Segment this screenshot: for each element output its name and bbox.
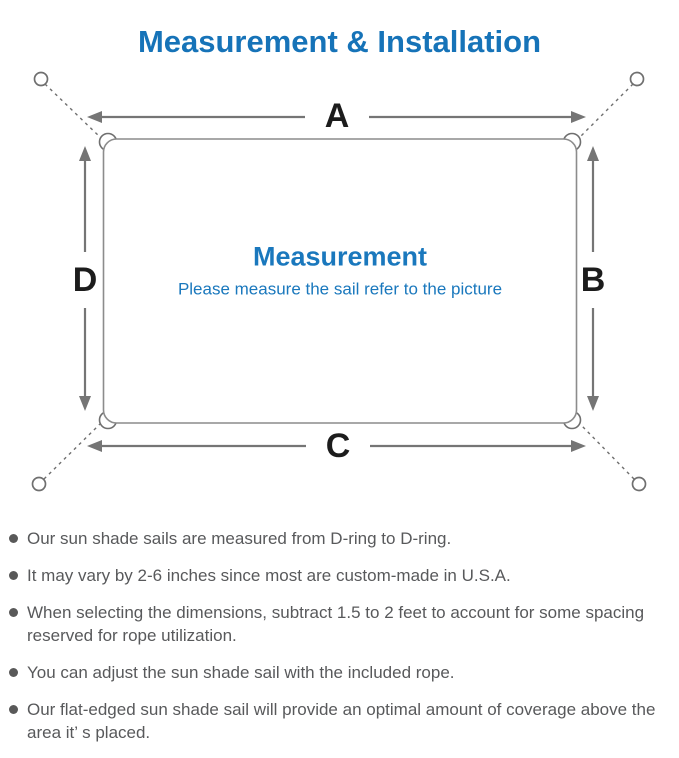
rope-line-top-right <box>578 83 634 139</box>
sail-rectangle <box>102 138 578 424</box>
note-text: It may vary by 2-6 inches since most are… <box>27 566 511 585</box>
bullet-dot-icon <box>9 571 18 580</box>
dimension-arrows <box>79 111 599 452</box>
bullet-dot-icon <box>9 705 18 714</box>
dimension-label-a: A <box>324 97 350 135</box>
list-item: You can adjust the sun shade sail with t… <box>9 661 675 684</box>
list-item: It may vary by 2-6 inches since most are… <box>9 564 675 587</box>
anchor-rings <box>31 71 647 492</box>
notes-list: Our sun shade sails are measured from D-… <box>9 527 675 758</box>
bullet-dot-icon <box>9 608 18 617</box>
list-item: Our flat-edged sun shade sail will provi… <box>9 698 675 744</box>
arrow-d-down-head-icon <box>79 396 91 411</box>
arrow-b-down-head-icon <box>587 396 599 411</box>
measurement-diagram <box>31 71 647 492</box>
dimension-label-b: B <box>580 261 606 299</box>
note-text: Our flat-edged sun shade sail will provi… <box>27 700 656 742</box>
anchor-ring-top-left-icon <box>33 71 49 87</box>
rope-dashed-lines <box>43 83 635 480</box>
sail-center-subtitle: Please measure the sail refer to the pic… <box>177 279 503 299</box>
bullet-dot-icon <box>9 668 18 677</box>
note-text: When selecting the dimensions, subtract … <box>27 603 645 645</box>
anchor-ring-bottom-right-icon <box>631 476 647 492</box>
note-text: Our sun shade sails are measured from D-… <box>27 529 452 548</box>
page-title: Measurement & Installation <box>137 23 542 59</box>
arrow-b-up-head-icon <box>587 146 599 161</box>
bullet-dot-icon <box>9 534 18 543</box>
dimension-label-c: C <box>325 427 351 465</box>
list-item: When selecting the dimensions, subtract … <box>9 601 675 647</box>
arrow-c-left-head-icon <box>87 440 102 452</box>
arrow-d-up-head-icon <box>79 146 91 161</box>
note-text: You can adjust the sun shade sail with t… <box>27 663 455 682</box>
sail-center-title: Measurement <box>252 241 428 272</box>
arrow-a-right-head-icon <box>571 111 586 123</box>
rope-line-bottom-right <box>579 423 635 480</box>
rope-line-bottom-left <box>43 423 101 480</box>
rope-line-top-left <box>44 83 102 139</box>
arrow-a-left-head-icon <box>87 111 102 123</box>
dimension-label-d: D <box>72 261 98 299</box>
arrow-c-right-head-icon <box>571 440 586 452</box>
list-item: Our sun shade sails are measured from D-… <box>9 527 675 550</box>
anchor-ring-top-right-icon <box>629 71 645 87</box>
sail-center-text: Measurement Please measure the sail refe… <box>178 241 502 300</box>
anchor-ring-bottom-left-icon <box>31 476 47 492</box>
